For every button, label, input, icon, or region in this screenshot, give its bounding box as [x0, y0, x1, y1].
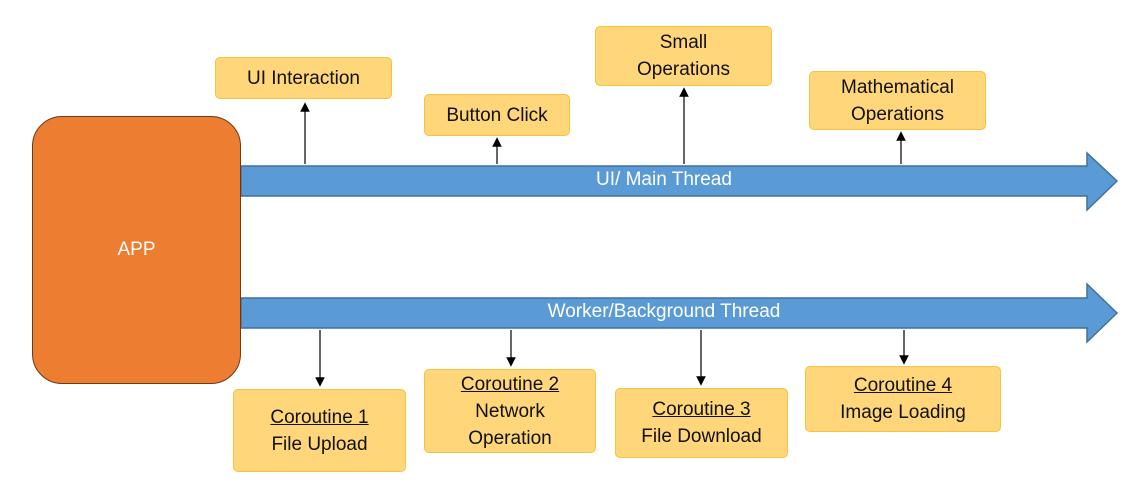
worker-thread-arrow: [240, 282, 1119, 344]
main-thread-arrow: [240, 151, 1119, 212]
coroutine-box-2: Coroutine 2 Network Operation: [424, 369, 596, 453]
task-box-small-operations: Small Operations: [595, 26, 772, 86]
coroutine-box-4: Coroutine 4 Image Loading: [805, 366, 1001, 432]
coroutine-2-name: Coroutine 2: [460, 373, 560, 395]
coroutine-box-1: Coroutine 1 File Upload: [233, 389, 406, 472]
coroutine-box-3: Coroutine 3 File Download: [615, 388, 788, 458]
coroutine-1-name: Coroutine 1: [270, 406, 369, 428]
task-box-mathematical-operations: Mathematical Operations: [809, 71, 986, 130]
app-box: APP: [32, 116, 241, 384]
main-thread-label: UI/ Main Thread: [596, 169, 732, 190]
task-box-button-click: Button Click: [424, 94, 570, 136]
worker-thread-label: Worker/Background Thread: [547, 301, 781, 322]
coroutine-4-name: Coroutine 4: [853, 375, 953, 396]
app-label: APP: [117, 239, 156, 260]
coroutine-3-name: Coroutine 3: [652, 399, 751, 420]
task-box-ui-interaction: UI Interaction: [215, 57, 392, 99]
